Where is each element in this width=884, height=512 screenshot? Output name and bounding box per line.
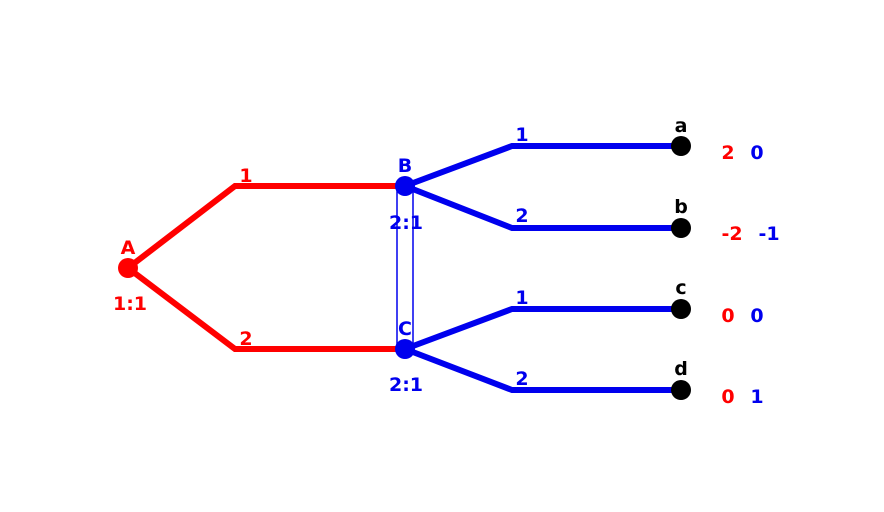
move-label-B-1: 1 [515,124,528,146]
payoff-player2-d: 1 [750,386,763,408]
edge-B-1 [403,143,681,189]
edge-C-1 [403,306,681,352]
move-label-A-2: 2 [239,328,252,350]
move-label-A-1: 1 [239,165,252,187]
payoff-player2-a: 0 [750,142,763,164]
info-label-C: 2:1 [389,374,423,396]
terminal-node-a [671,136,691,156]
payoff-player2-c: 0 [750,305,763,327]
terminal-node-d [671,380,691,400]
edge-B-2 [403,183,681,231]
payoff-player2-b: -1 [758,223,779,245]
terminal-label-a: a [675,115,688,137]
edge-A-2 [126,265,405,352]
node-label-C: C [398,318,412,340]
node-C [395,339,415,359]
edge-C-2 [403,346,681,393]
payoff-player1-a: 2 [721,142,734,164]
terminal-node-b [671,218,691,238]
move-label-C-1: 1 [515,287,528,309]
edge-A-1 [126,183,405,271]
payoff-player1-d: 0 [721,386,734,408]
node-label-A: A [121,237,136,259]
terminal-node-c [671,299,691,319]
info-label-B: 2:1 [389,212,423,234]
info-label-A: 1:1 [113,293,147,315]
node-A [118,258,138,278]
payoff-player1-b: -2 [721,223,742,245]
node-B [395,176,415,196]
node-label-B: B [398,155,412,177]
terminal-label-b: b [674,196,688,218]
payoff-player1-c: 0 [721,305,734,327]
move-label-B-2: 2 [515,205,528,227]
move-label-C-2: 2 [515,368,528,390]
terminal-label-c: c [675,277,686,299]
terminal-label-d: d [674,358,688,380]
